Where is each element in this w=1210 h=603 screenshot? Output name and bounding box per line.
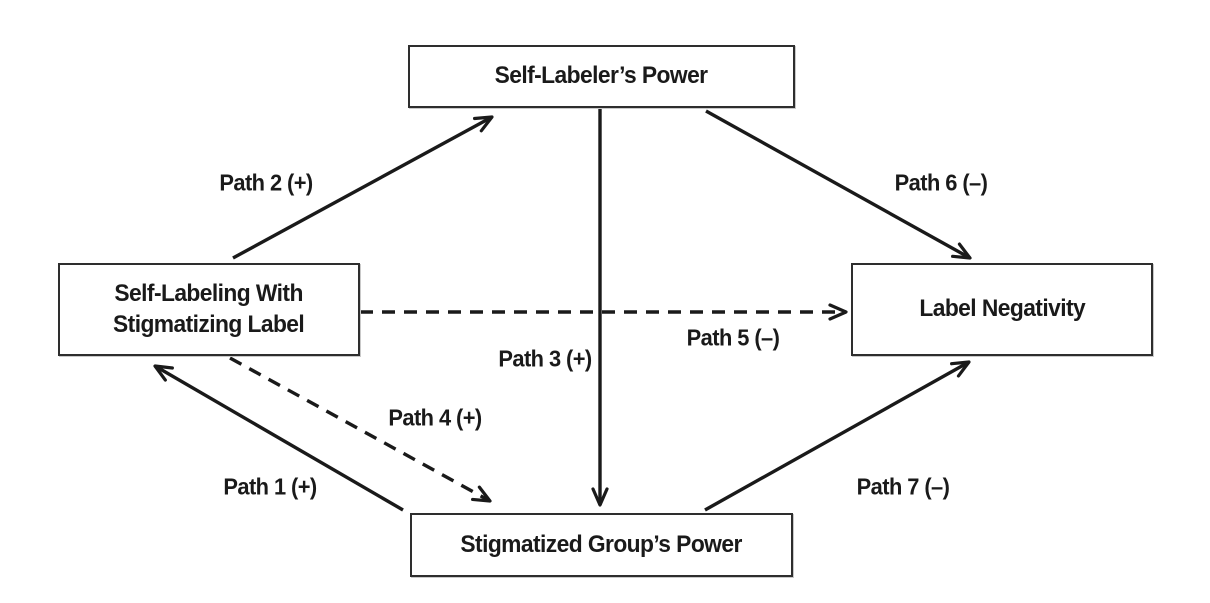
node-stigmatized-groups-power-label: Stigmatized Group’s Power xyxy=(460,530,743,558)
path6-label: Path 6 (–) xyxy=(894,169,988,196)
node-self-labelers-power-label: Self-Labeler’s Power xyxy=(495,62,708,90)
path3-label: Path 3 (+) xyxy=(498,345,592,372)
path7-label: Path 7 (–) xyxy=(856,473,950,500)
path1-label: Path 1 (+) xyxy=(223,473,317,500)
node-label-negativity-label: Label Negativity xyxy=(919,295,1085,323)
path1-arrow xyxy=(153,364,404,512)
node-label-negativity: Label Negativity xyxy=(851,263,1153,356)
node-self-labeling-label: Self-Labeling With Stigmatizing Label xyxy=(113,279,305,340)
path2-arrow xyxy=(232,115,494,260)
node-stigmatized-groups-power: Stigmatized Group’s Power xyxy=(410,513,793,577)
node-self-labelers-power: Self-Labeler’s Power xyxy=(408,45,795,108)
path6-arrow xyxy=(705,109,972,260)
path4-label: Path 4 (+) xyxy=(388,404,482,431)
node-self-labeling-label-line2: Stigmatizing Label xyxy=(113,310,305,338)
path5-label: Path 5 (–) xyxy=(686,324,780,351)
path2-label: Path 2 (+) xyxy=(219,169,313,196)
node-self-labeling-with-stigmatizing-label: Self-Labeling With Stigmatizing Label xyxy=(58,263,360,356)
path7-arrow xyxy=(704,360,971,512)
node-self-labeling-label-line1: Self-Labeling With xyxy=(114,279,304,307)
path4-arrow xyxy=(229,356,492,503)
